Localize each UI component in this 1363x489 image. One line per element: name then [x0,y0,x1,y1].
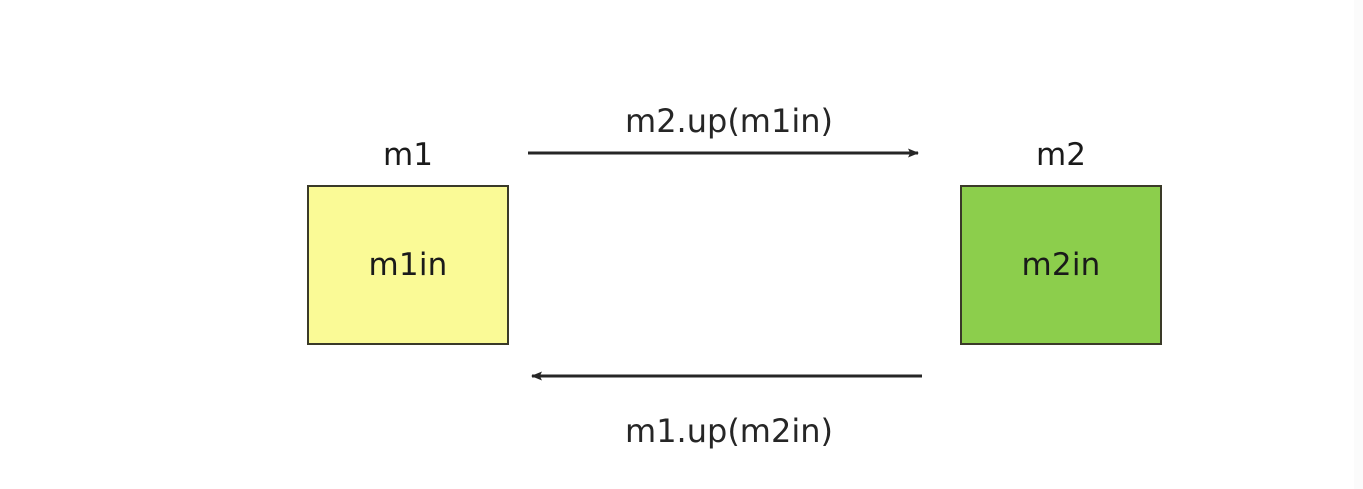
node-box-m2[interactable]: m2in [960,185,1162,345]
edge-label-m2-up-m1in: m2.up(m1in) [625,102,833,140]
canvas-edge-strip [1354,0,1363,489]
node-caption-m2: m2 [1036,137,1086,173]
node-inner-label-m2in: m2in [1021,246,1101,283]
node-inner-label-m1in: m1in [368,246,448,283]
node-caption-m1: m1 [383,137,433,173]
edge-label-m1-up-m2in: m1.up(m2in) [625,412,833,450]
node-box-m1[interactable]: m1in [307,185,509,345]
